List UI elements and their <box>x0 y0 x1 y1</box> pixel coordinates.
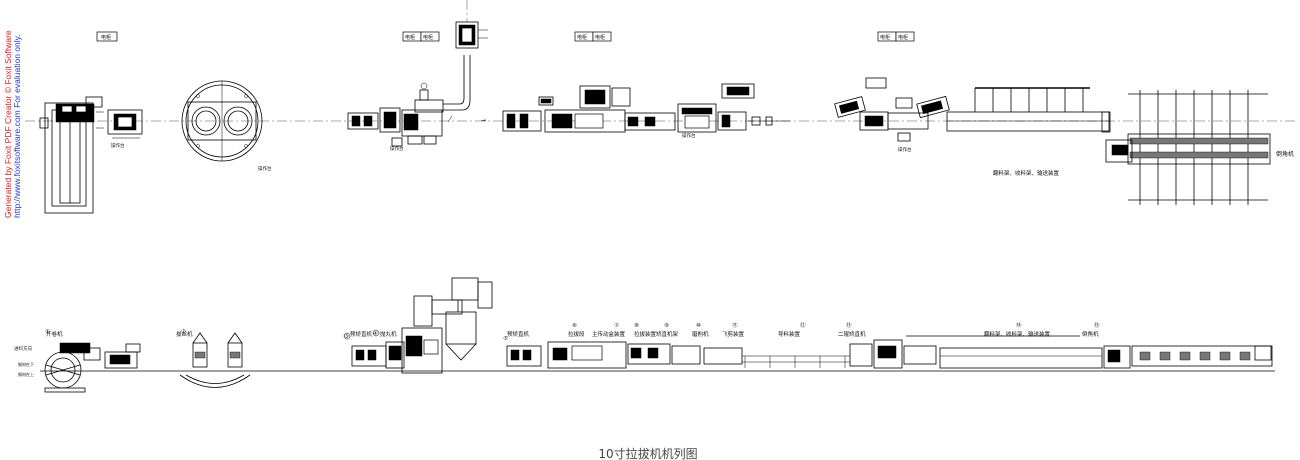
chamfer-label: 倒角机 <box>1276 150 1294 158</box>
svg-text:电柜: 电柜 <box>898 34 908 41</box>
drawing-caption: 10寸拉拔机机列图 <box>598 446 697 460</box>
conveyor-label: 翻料架、收料架、输送装置 <box>993 169 1060 177</box>
console-label: 操作台 <box>682 132 696 139</box>
svg-text:钢材在下: 钢材在下 <box>18 361 34 367</box>
guide-device-label: 导料装置 <box>778 330 801 338</box>
shot-blast-label: 抛丸机 <box>380 330 397 338</box>
svg-text:电柜: 电柜 <box>577 34 587 41</box>
callout-marker: ⑨ <box>664 322 669 329</box>
svg-text:电柜: 电柜 <box>101 34 111 41</box>
chamfer-bottom-label: 倒角机 <box>1082 330 1099 338</box>
callout-marker: ⑬ <box>846 321 852 329</box>
svg-text:钢材在上: 钢材在上 <box>18 371 34 377</box>
cabinet-box: 电柜 电柜 <box>877 31 915 42</box>
feed-direction-label: 进料方向 <box>14 345 32 352</box>
callout-marker: ⑫ <box>800 321 806 329</box>
drawing-device-label: 拉拔段 <box>568 330 585 338</box>
callout-markers: ① ② ③ ④ ⑤ ⑥ ⑦ ⑧ ⑨ ⑩ ⑪ ⑫ ⑬ ⑭ ⑮ <box>45 321 1100 342</box>
cabinet-box: 电柜 <box>96 31 118 42</box>
chamfer-elevation: 倒角机 <box>1082 330 1273 369</box>
callout-marker: ⑥ <box>572 323 577 329</box>
wire-drawing-elevation: 拔丝机 <box>176 330 251 388</box>
flying-shear-label: 飞剪装置 <box>722 330 745 338</box>
callout-marker: ① <box>45 329 50 335</box>
drawing-machine-plan: 操作台 → <box>481 83 790 139</box>
main-drive-label: 主传动盒装置 <box>592 330 626 338</box>
polishing-label: 磨削机 <box>692 330 709 338</box>
chamfer-rack-plan: 倒角机 <box>1105 90 1294 205</box>
callout-marker: ② <box>181 328 186 335</box>
watermark-line1: Generated by Foxit PDF Creator © Foxit S… <box>3 30 13 218</box>
svg-text:电柜: 电柜 <box>405 34 415 41</box>
capstan-plan: 操作台 <box>181 80 272 172</box>
callout-marker: ④ <box>373 331 378 337</box>
callout-marker: ⑩ <box>696 322 701 329</box>
watermark-line2: http://www.foxitsoftware.com For evaluat… <box>12 34 22 218</box>
svg-text:→: → <box>481 117 486 124</box>
pre-straighten-1-label: 预矫直机 <box>350 330 373 338</box>
console-label: 操作台 <box>258 165 272 172</box>
flip-rack-label: 翻料架、收料架、输送装置 <box>984 330 1051 338</box>
callout-marker: ⑪ <box>732 321 738 329</box>
callout-marker: ③ <box>344 334 349 340</box>
straight-frame-label: 矫直机架 <box>656 330 679 338</box>
uncoiler-elevation: 开卷机 进料方向 钢材在下 钢材在上 <box>14 330 141 393</box>
top-plan-view: 电柜 电柜 电柜 电柜 电柜 电柜 电柜 <box>25 0 1295 214</box>
uncoiler-label: 开卷机 <box>46 330 63 338</box>
svg-text:电柜: 电柜 <box>595 34 605 41</box>
console-label: 操作台 <box>111 142 125 149</box>
feed-unit-plan: 操作台 <box>107 109 143 149</box>
watermark: Generated by Foxit PDF Creator © Foxit S… <box>3 30 22 218</box>
svg-text:电柜: 电柜 <box>423 34 433 41</box>
conveyor-plan: 翻料架、收料架、输送装置 <box>946 87 1111 177</box>
callout-marker: ⑧ <box>634 323 639 329</box>
callout-marker: ⑮ <box>1094 321 1100 329</box>
shot-blast-elevation: 预矫直机 抛丸机 <box>343 277 493 374</box>
callout-marker: ⑦ <box>614 322 619 329</box>
callout-marker: ⑤ <box>503 336 508 342</box>
svg-text:电柜: 电柜 <box>880 34 890 41</box>
console-label: 操作台 <box>390 145 404 152</box>
console-label: 操作台 <box>898 146 912 153</box>
straightener-2-plan: 操作台 <box>834 77 950 153</box>
cabinet-box: 电柜 电柜 <box>402 31 440 42</box>
straightener-plan: 操作台 <box>347 107 404 152</box>
shot-blast-plan <box>401 0 488 145</box>
cabinet-box: 电柜 电柜 <box>574 31 612 42</box>
drawing-die-label: 拉拔装置 <box>634 330 657 338</box>
bottom-elevation-view: 开卷机 进料方向 钢材在下 钢材在上 拔丝机 <box>14 277 1275 393</box>
callout-marker: ⑭ <box>1016 321 1022 329</box>
secondary-straighten-label: 二辊矫直机 <box>838 330 866 338</box>
wire-drawing-label: 拔丝机 <box>176 330 193 338</box>
uncoiler-plan <box>39 96 104 214</box>
conveyor-elevation: 翻料架、收料架、输送装置 <box>906 330 1103 369</box>
drawing-line-elevation: 预矫直机 拉拔段 主传动盒装置 拉拔装置 矫直机架 磨削机 飞剪装置 导料装置 … <box>506 330 937 369</box>
pre-straighten-2-label: 预矫直机 <box>507 330 530 338</box>
